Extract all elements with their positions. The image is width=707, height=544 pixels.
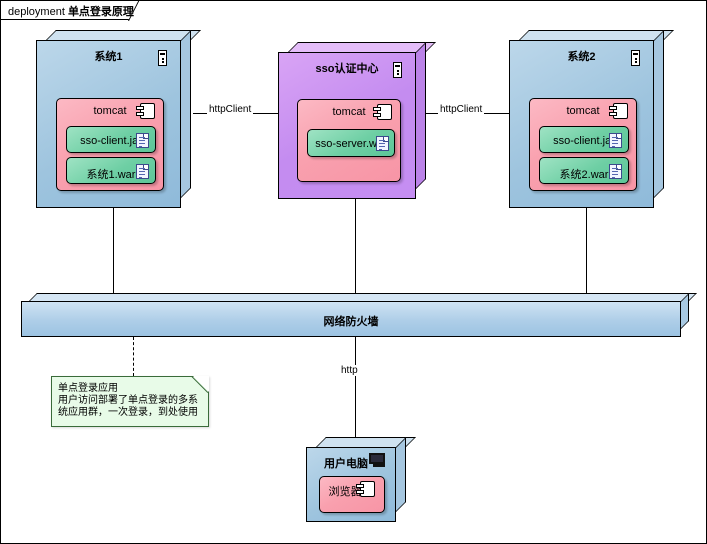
note-line-1: 单点登录应用: [58, 383, 118, 394]
note-line-2: 用户访问部署了单点登录的多系: [58, 395, 198, 406]
artifact-sso-client-jar[interactable]: sso-client.jar: [539, 126, 629, 153]
artifact-system1-war[interactable]: 系统1.war: [66, 157, 156, 184]
artifact-icon: [609, 164, 622, 179]
component-label: tomcat: [332, 106, 366, 118]
artifact-icon: [609, 133, 622, 148]
artifact-label: 系统1.war: [86, 169, 136, 181]
note-text: 单点登录应用 用户访问部署了单点登录的多系 统应用群，一次登录，到处使用: [58, 383, 204, 419]
node-sso-center[interactable]: sso认证中心 tomcat sso-server.war: [278, 42, 436, 199]
node-right-face: [654, 30, 664, 198]
component-icon: [373, 104, 392, 120]
edge-label-httpclient-right: httpClient: [438, 104, 485, 115]
artifact-label: sso-client.jar: [553, 135, 615, 147]
connector-note-firewall: [133, 337, 134, 376]
firewall-front-face: 网络防火墙: [21, 301, 681, 337]
diagram-title: deployment 单点登录原理: [8, 3, 134, 19]
connector-sso-firewall: [355, 197, 356, 295]
monitor-icon: [369, 453, 387, 467]
firewall-top-face: [29, 293, 697, 301]
edge-label-http: http: [339, 365, 360, 376]
connector-system1-firewall: [113, 207, 114, 295]
connector-firewall-client: [355, 337, 356, 437]
diagram-title-text: 单点登录原理: [67, 6, 134, 18]
component-icon: [609, 103, 628, 119]
node-front-face: 系统2 tomcat sso-client.jar 系统2.war: [509, 40, 654, 208]
component-tomcat-system1[interactable]: tomcat sso-client.jar 系统1.war: [56, 98, 164, 191]
component-browser[interactable]: 浏览器: [319, 476, 385, 513]
node-front-face: 系统1 tomcat sso-client.jar 系统1.war: [36, 40, 181, 208]
artifact-icon: [376, 136, 389, 151]
node-top-face: [519, 30, 674, 40]
node-system1-label: 系统1: [94, 51, 123, 63]
note-sso-description: 单点登录应用 用户访问部署了单点登录的多系 统应用群，一次登录，到处使用: [51, 376, 209, 427]
node-top-face: [46, 30, 201, 40]
component-icon: [136, 103, 155, 119]
node-user-computer-label: 用户电脑: [324, 458, 368, 470]
artifact-system2-war[interactable]: 系统2.war: [539, 157, 629, 184]
node-sso-label: sso认证中心: [315, 63, 379, 75]
artifact-icon: [136, 133, 149, 148]
node-top-face: [288, 42, 436, 52]
artifact-label: sso-server.war: [315, 138, 387, 150]
artifact-sso-server-war[interactable]: sso-server.war: [307, 129, 395, 157]
artifact-label: sso-client.jar: [80, 135, 142, 147]
edge-label-httpclient-left: httpClient: [207, 104, 254, 115]
component-icon: [356, 481, 375, 497]
artifact-label: 系统2.war: [559, 169, 609, 181]
component-label: tomcat: [566, 105, 600, 117]
component-label: 浏览器: [328, 486, 362, 498]
node-right-face: [181, 30, 191, 198]
firewall-label: 网络防火墙: [323, 316, 379, 328]
artifact-icon: [136, 164, 149, 179]
device-icon: [631, 50, 640, 66]
diagram-kind-label: deployment: [8, 6, 65, 18]
component-tomcat-system2[interactable]: tomcat sso-client.jar 系统2.war: [529, 98, 637, 191]
diagram-title-tab: deployment 单点登录原理: [1, 1, 160, 21]
node-network-firewall[interactable]: 网络防火墙: [21, 293, 697, 337]
node-system2-label: 系统2: [567, 51, 596, 63]
device-icon: [158, 50, 167, 66]
component-tomcat-sso[interactable]: tomcat sso-server.war: [297, 99, 401, 182]
node-user-computer[interactable]: 用户电脑 浏览器: [306, 437, 416, 522]
connector-system2-firewall: [586, 207, 587, 295]
firewall-right-face: [681, 293, 689, 329]
artifact-sso-client-jar[interactable]: sso-client.jar: [66, 126, 156, 153]
node-system1[interactable]: 系统1 tomcat sso-client.jar 系统1.war: [36, 30, 201, 208]
component-label: tomcat: [93, 105, 127, 117]
node-right-face: [396, 437, 406, 512]
note-line-3: 统应用群，一次登录，到处使用: [58, 407, 198, 418]
node-front-face: 用户电脑 浏览器: [306, 447, 396, 522]
node-right-face: [416, 42, 426, 189]
node-front-face: sso认证中心 tomcat sso-server.war: [278, 52, 416, 199]
node-system2[interactable]: 系统2 tomcat sso-client.jar 系统2.war: [509, 30, 674, 208]
device-icon: [393, 62, 402, 78]
